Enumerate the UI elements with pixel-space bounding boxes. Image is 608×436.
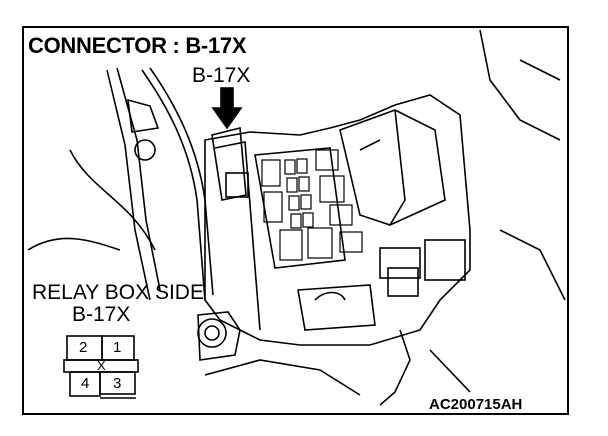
center-mark: X — [97, 358, 106, 373]
pin-1: 1 — [113, 339, 122, 356]
diagram-frame — [22, 26, 569, 415]
pin-4: 4 — [81, 375, 90, 392]
page-title: CONNECTOR : B-17X — [28, 33, 247, 58]
view-label: RELAY BOX SIDE — [32, 281, 204, 304]
view-connector-label: B-17X — [72, 303, 131, 326]
arrow-label: B-17X — [192, 64, 251, 87]
arrow-down-icon — [211, 87, 243, 130]
pin-2: 2 — [79, 339, 88, 356]
connector-face-diagram — [63, 335, 139, 399]
pin-3: 3 — [113, 375, 122, 392]
figure-code: AC200715AH — [429, 396, 523, 413]
connector-b17x-outline — [211, 126, 247, 201]
